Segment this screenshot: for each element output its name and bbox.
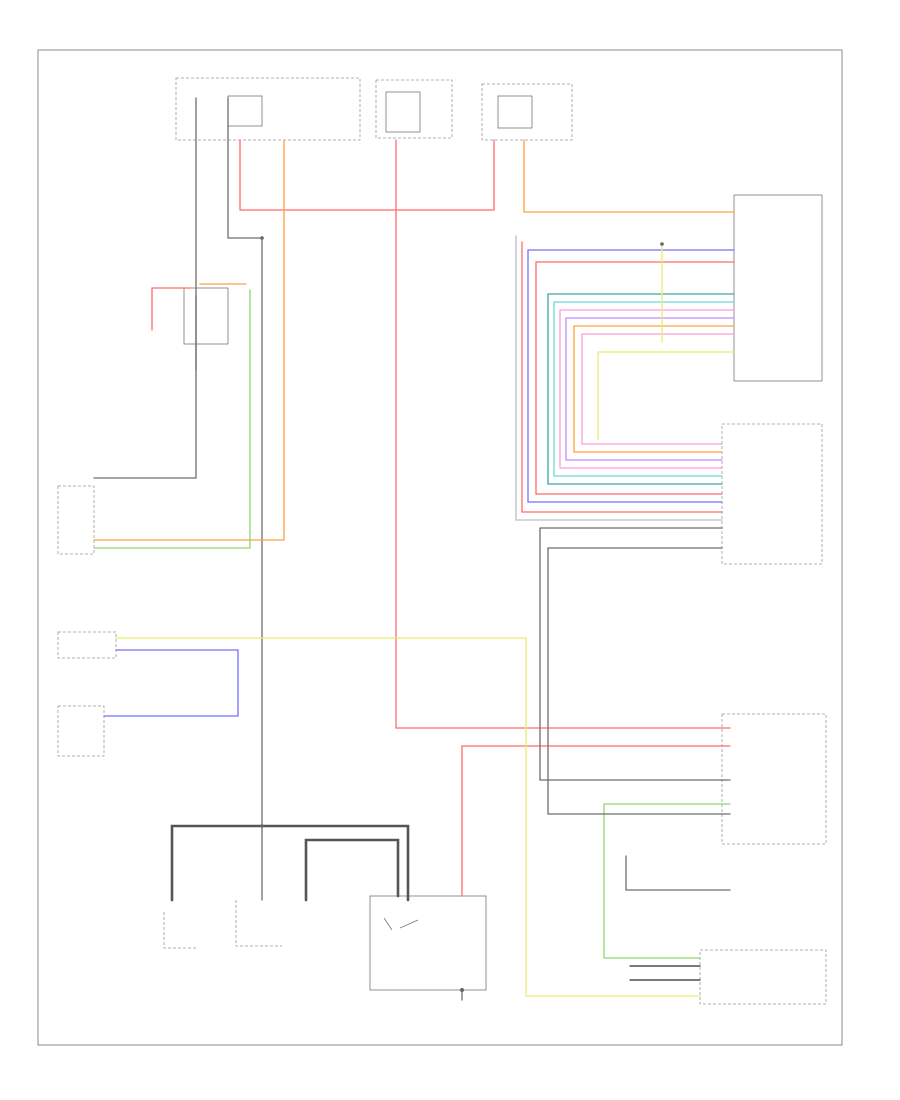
wire-orange-body-control — [93, 139, 285, 541]
fuse-block-left — [175, 77, 361, 141]
wire-gray-cluster-ecm — [625, 855, 731, 891]
battery — [235, 900, 282, 947]
wire-battery-bus — [170, 824, 410, 902]
instrument-cluster — [721, 713, 827, 845]
harness-ignition-to-sam — [515, 235, 735, 521]
wire-red-brake-switch — [395, 139, 731, 729]
wire-green-cluster-ecm — [603, 803, 731, 959]
wire-green-body-control — [93, 289, 251, 549]
wire-red-starter-sense — [461, 745, 731, 897]
wire-gray-sam-cluster — [539, 527, 731, 781]
wire-yellow-ignition-sam — [597, 351, 735, 441]
diagram-frame — [37, 49, 843, 1046]
generator — [163, 912, 196, 949]
transmission-control-module — [57, 705, 105, 757]
power-distribution-relay — [183, 287, 229, 345]
wire-blue-trans-loop — [103, 649, 239, 717]
wire-yellow-trans-sam — [115, 637, 701, 997]
body-control-module — [57, 485, 95, 555]
engine-control-module — [699, 949, 827, 1005]
splice-dot — [660, 242, 664, 246]
front-sam-control-unit — [721, 423, 823, 565]
wire-black-ecm-starter — [629, 965, 701, 981]
wire-gray-sam-cluster-2 — [547, 547, 731, 815]
splice-dot — [460, 988, 464, 992]
fuse-block-mid — [375, 79, 453, 139]
fuse-block-right — [481, 83, 573, 141]
splice-dot — [260, 236, 264, 240]
starter — [369, 895, 487, 991]
wire-orange-ignition — [523, 139, 735, 213]
wire-red-relay-in — [151, 287, 191, 331]
wire-gray-main — [227, 97, 263, 901]
wire-battery-starter-b — [304, 838, 400, 902]
wire-gray-left-bus — [93, 97, 197, 479]
wire-red-upper — [239, 139, 495, 211]
splice-dot — [260, 824, 264, 828]
automatic-transmission — [57, 631, 117, 659]
electronic-ignition-lock — [733, 194, 823, 382]
